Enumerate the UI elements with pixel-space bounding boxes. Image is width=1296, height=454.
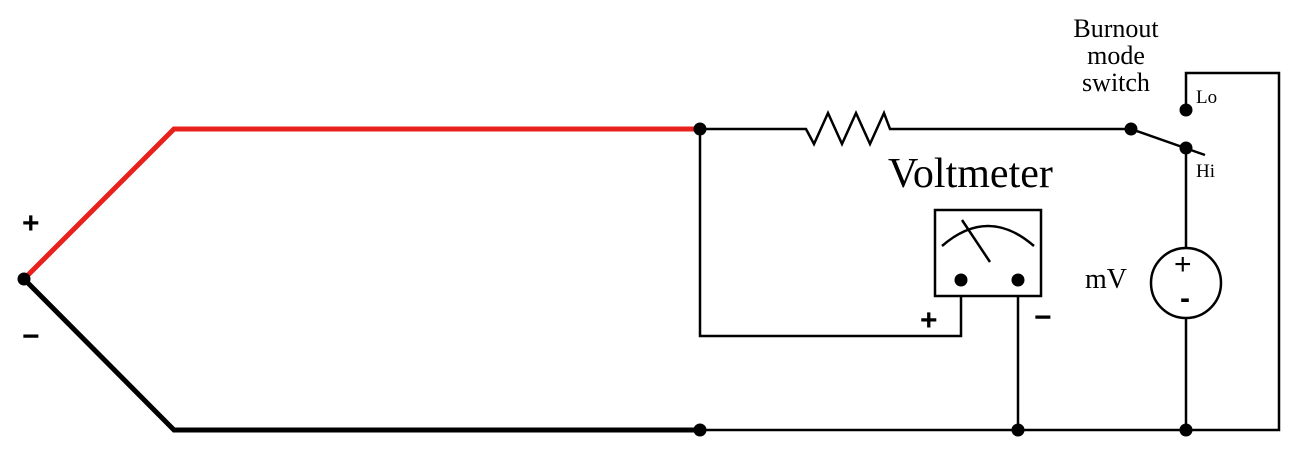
top-wire-resistor bbox=[700, 109, 1131, 148]
junction-meter-negative bbox=[1011, 273, 1025, 287]
thermocouple-negative-wire bbox=[22, 277, 700, 433]
switch-title: Burnout mode switch bbox=[1060, 15, 1172, 96]
junction-bottom-source bbox=[1179, 423, 1193, 437]
thermocouple-minus-sign: − bbox=[22, 320, 40, 353]
thermocouple-plus-sign: + bbox=[22, 207, 40, 240]
switch-blade bbox=[1130, 127, 1206, 157]
junction-top-left bbox=[693, 122, 707, 136]
junction-switch-common bbox=[1124, 122, 1138, 136]
junction-meter-positive bbox=[954, 273, 968, 287]
switch-hi-label: Hi bbox=[1196, 161, 1215, 182]
switch-title-line3: switch bbox=[1082, 68, 1150, 97]
meter-minus-sign: − bbox=[1034, 301, 1052, 334]
junction-bottom-meter bbox=[1011, 423, 1025, 437]
voltmeter-title: Voltmeter bbox=[888, 151, 1053, 197]
junction-switch-hi bbox=[1179, 141, 1193, 155]
switch-lo-label: Lo bbox=[1196, 87, 1218, 108]
junction-bottom-left bbox=[693, 423, 707, 437]
mv-source-plus: + bbox=[1174, 248, 1192, 281]
junction-thermocouple-tip bbox=[17, 272, 31, 286]
thermocouple-positive-wire bbox=[22, 126, 700, 281]
voltmeter-body bbox=[933, 208, 1043, 298]
voltmeter-positive-lead bbox=[698, 129, 963, 338]
junction-switch-lo bbox=[1179, 103, 1193, 117]
mv-source-label: mV bbox=[1085, 264, 1127, 295]
meter-plus-sign: + bbox=[920, 304, 938, 337]
switch-title-line1: Burnout bbox=[1073, 14, 1159, 43]
mv-source-minus: - bbox=[1180, 282, 1190, 315]
voltmeter-scale-arc bbox=[941, 224, 1035, 247]
bottom-return-wire bbox=[700, 71, 1281, 432]
voltmeter-needle bbox=[960, 219, 992, 263]
switch-title-line2: mode bbox=[1087, 41, 1145, 70]
